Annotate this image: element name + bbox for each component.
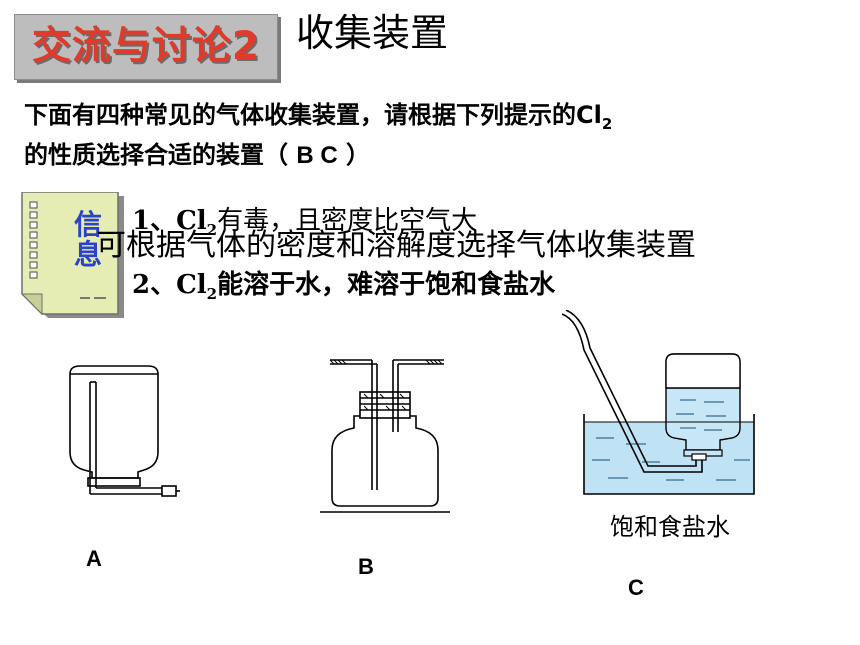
info-item-1-suffix: 有毒，且密度比空气大 xyxy=(217,206,478,236)
question-line-1: 下面有四种常见的气体收集装置，请根据下列提示的Cl2 xyxy=(24,98,612,141)
info-overlay-text: 可根据气体的密度和溶解度选择气体收集装置 xyxy=(96,228,696,263)
info-item-2-subscript: 2 xyxy=(206,285,218,303)
label-apparatus-c: C xyxy=(628,575,644,600)
info-item-2-prefix: 2、Cl xyxy=(132,270,207,300)
question-subscript: 2 xyxy=(601,115,613,133)
question-line-2-prefix: 的性质选择合适的装置（ xyxy=(24,141,297,169)
apparatus-c-water-trough xyxy=(561,310,755,495)
info-item-1: 1、Cl2有毒，且密度比空气大 xyxy=(132,204,477,247)
label-saturated-brine: 饱和食盐水 xyxy=(610,513,730,541)
info-item-1-subscript: 2 xyxy=(206,221,218,239)
label-apparatus-b: B xyxy=(358,554,374,579)
section-badge: 交流与讨论2 xyxy=(14,14,278,80)
info-note-label: 信息 xyxy=(73,208,102,271)
answer-text: B C xyxy=(296,142,338,169)
section-badge-label: 交流与讨论2 xyxy=(31,24,261,69)
label-apparatus-a: A xyxy=(86,546,102,571)
info-item-1-prefix: 1、Cl xyxy=(132,206,207,236)
info-item-2: 2、Cl2能溶于水，难溶于饱和食盐水 xyxy=(132,268,555,311)
apparatus-a-inverted-bottle xyxy=(69,365,180,497)
apparatus-b-gas-bottle xyxy=(320,359,450,513)
question-line-1-text: 下面有四种常见的气体收集装置，请根据下列提示的Cl xyxy=(24,101,602,129)
notepad-icon xyxy=(20,192,124,318)
question-line-2: 的性质选择合适的装置（ B C ） xyxy=(24,138,370,173)
question-line-2-suffix: ） xyxy=(337,141,371,169)
info-item-2-suffix: 能溶于水，难溶于饱和食盐水 xyxy=(217,270,556,300)
page-title: 收集装置 xyxy=(296,11,449,55)
